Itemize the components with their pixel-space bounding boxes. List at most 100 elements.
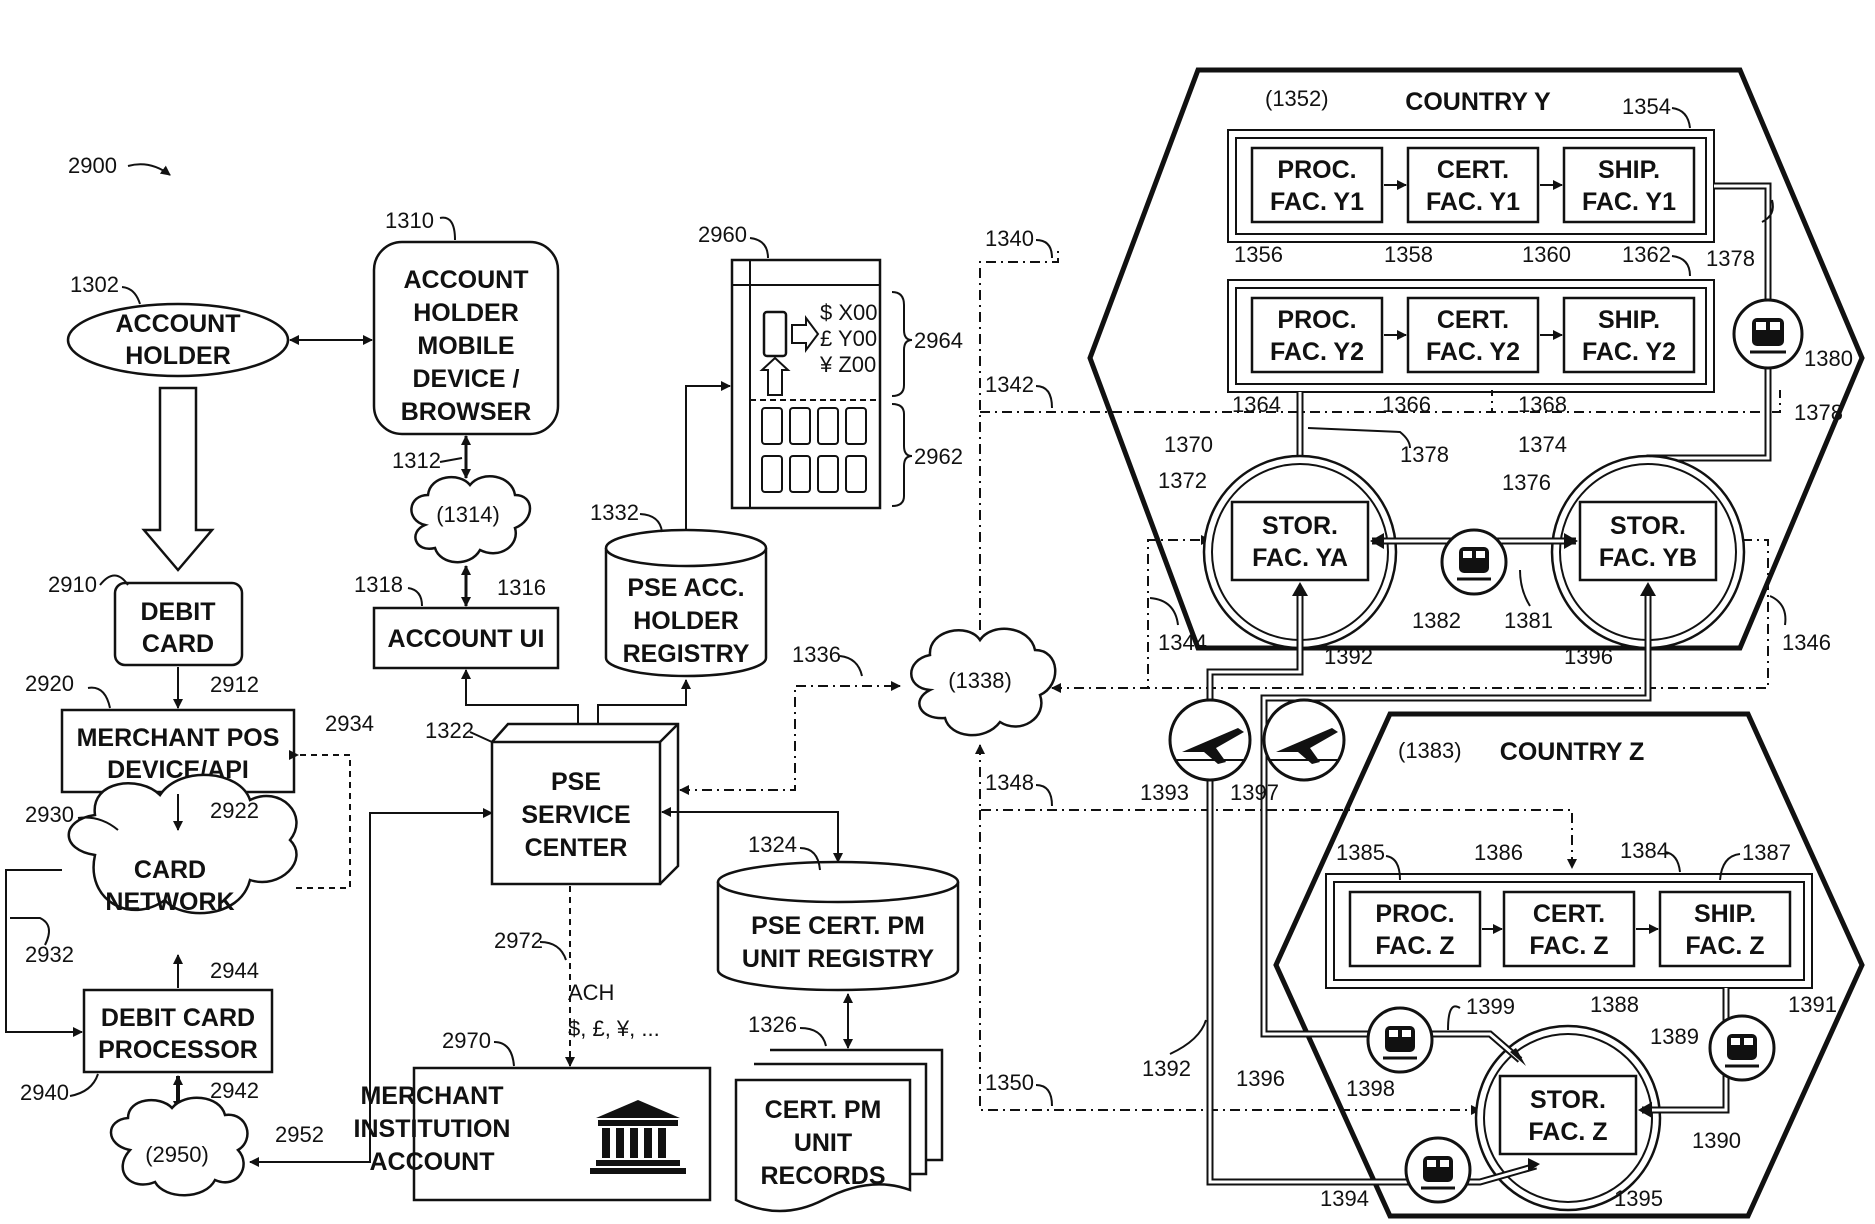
- train-icon-1394: [1406, 1138, 1470, 1202]
- y1-ship-line1: SHIP.: [1598, 156, 1660, 184]
- ref-1380: 1380: [1804, 346, 1853, 371]
- stor-z-line1: STOR.: [1530, 1086, 1606, 1114]
- ref-2960: 2960: [698, 222, 747, 247]
- ref-2970: 2970: [442, 1028, 491, 1053]
- pse-acc-line1: PSE ACC.: [627, 574, 744, 602]
- ref-1364: 1364: [1232, 392, 1281, 417]
- pse-acc-line2: HOLDER: [633, 607, 739, 635]
- y1-cert-line1: CERT.: [1437, 156, 1509, 184]
- z-cert-line1: CERT.: [1533, 900, 1605, 928]
- ref-1398: 1398: [1346, 1076, 1395, 1101]
- ref-1336: 1336: [792, 642, 841, 667]
- ref-1358: 1358: [1384, 242, 1433, 267]
- cert-records-line2: UNIT: [794, 1129, 852, 1157]
- z-proc-line1: PROC.: [1375, 900, 1454, 928]
- pse-line2: SERVICE: [521, 801, 630, 829]
- country-y-title: COUNTRY Y: [1405, 88, 1551, 116]
- train-icon-1380: [1734, 300, 1802, 368]
- ref-1374: 1374: [1518, 432, 1567, 457]
- ref-2934: 2934: [325, 711, 374, 736]
- ach-currencies: $, £, ¥, ...: [568, 1016, 660, 1041]
- account-holder-line2: HOLDER: [125, 342, 231, 370]
- pse-line1: PSE: [551, 768, 601, 796]
- y1-proc-line1: PROC.: [1277, 156, 1356, 184]
- ref-1385: 1385: [1336, 840, 1385, 865]
- ref-1378c: 1378: [1400, 442, 1449, 467]
- ref-1346: 1346: [1782, 630, 1831, 655]
- ref-1384: 1384: [1620, 838, 1669, 863]
- card-network-line1: CARD: [134, 856, 206, 884]
- stor-ya-line1: STOR.: [1262, 512, 1338, 540]
- mobile-line2: HOLDER: [413, 299, 519, 327]
- ref-1382: 1382: [1412, 608, 1461, 633]
- ref-1378b: 1378: [1794, 400, 1843, 425]
- pse-cert-line2: UNIT REGISTRY: [742, 945, 934, 973]
- network-2950-cloud: (2950): [111, 1098, 247, 1196]
- ref-2910: 2910: [48, 572, 97, 597]
- y1-ship-line2: FAC. Y1: [1582, 188, 1676, 216]
- account-ui-node: ACCOUNT UI: [374, 608, 558, 668]
- ref-2962: 2962: [914, 444, 963, 469]
- ref-2940: 2940: [20, 1080, 69, 1105]
- ref-1312: 1312: [392, 448, 441, 473]
- figure-number: 2900: [68, 153, 117, 178]
- debit-card-processor-node: DEBIT CARD PROCESSOR: [84, 990, 272, 1072]
- airplane-icon-1397: [1264, 700, 1344, 780]
- stor-ya-line2: FAC. YA: [1252, 544, 1348, 572]
- ref-1392a: 1392: [1324, 644, 1373, 669]
- ref-2922: 2922: [210, 798, 259, 823]
- ref-1389: 1389: [1650, 1024, 1699, 1049]
- ref-1350: 1350: [985, 1070, 1034, 1095]
- ref-1381: 1381: [1504, 608, 1553, 633]
- ref-1332: 1332: [590, 500, 639, 525]
- account-ui-label: ACCOUNT UI: [388, 625, 545, 653]
- train-icon-1398: [1368, 1008, 1432, 1072]
- ref-1356: 1356: [1234, 242, 1283, 267]
- ref-1396a: 1396: [1564, 644, 1613, 669]
- ref-1394: 1394: [1320, 1186, 1369, 1211]
- ref-1387: 1387: [1742, 840, 1791, 865]
- pse-service-center-node: PSE SERVICE CENTER: [492, 724, 678, 884]
- ref-1318: 1318: [354, 572, 403, 597]
- account-holder-node: ACCOUNT HOLDER: [68, 304, 288, 376]
- ref-1316: 1316: [497, 575, 546, 600]
- pse-acc-line3: REGISTRY: [623, 640, 750, 668]
- network-1338-label: (1338): [948, 668, 1012, 693]
- train-icon-1391: [1710, 1016, 1774, 1080]
- ref-1360: 1360: [1522, 242, 1571, 267]
- ref-1397: 1397: [1230, 780, 1279, 805]
- network-1338-cloud: (1338): [911, 629, 1055, 735]
- ref-1326: 1326: [748, 1012, 797, 1037]
- ref-1393: 1393: [1140, 780, 1189, 805]
- country-z-row: PROC. FAC. Z CERT. FAC. Z SHIP. FAC. Z: [1326, 874, 1812, 988]
- ref-1376: 1376: [1502, 470, 1551, 495]
- merchant-acc-line2: INSTITUTION: [354, 1115, 511, 1143]
- ref-1388: 1388: [1590, 992, 1639, 1017]
- country-y-row1: PROC. FAC. Y1 CERT. FAC. Y1 SHIP. FAC. Y…: [1228, 130, 1714, 242]
- ref-1324: 1324: [748, 832, 797, 857]
- ref-1302: 1302: [70, 272, 119, 297]
- airplane-icon-1393: [1170, 700, 1250, 780]
- ref-1390: 1390: [1692, 1128, 1741, 1153]
- card-network-cloud: CARD NETWORK: [69, 775, 297, 916]
- ref-1340: 1340: [985, 226, 1034, 251]
- ref-1392b: 1392: [1142, 1056, 1191, 1081]
- merchant-acc-line1: MERCHANT: [360, 1082, 503, 1110]
- ref-1344: 1344: [1158, 630, 1207, 655]
- ref-2944: 2944: [210, 958, 259, 983]
- pse-acc-registry-node: PSE ACC. HOLDER REGISTRY: [606, 530, 766, 676]
- network-1314-label: (1314): [436, 502, 500, 527]
- mobile-line3: MOBILE: [417, 332, 514, 360]
- ref-2930: 2930: [25, 802, 74, 827]
- stor-z-line2: FAC. Z: [1528, 1118, 1607, 1146]
- y2-cert-line2: FAC. Y2: [1426, 338, 1520, 366]
- ref-1391: 1391: [1788, 992, 1837, 1017]
- ref-1399: 1399: [1466, 994, 1515, 1019]
- ref-1362: 1362: [1622, 242, 1671, 267]
- network-2950-label: (2950): [145, 1142, 209, 1167]
- train-icon-1382: [1442, 530, 1506, 594]
- y2-cert-line1: CERT.: [1437, 306, 1509, 334]
- country-z-title: COUNTRY Z: [1500, 738, 1644, 766]
- z-proc-line2: FAC. Z: [1375, 932, 1454, 960]
- account-holder-line1: ACCOUNT: [116, 310, 241, 338]
